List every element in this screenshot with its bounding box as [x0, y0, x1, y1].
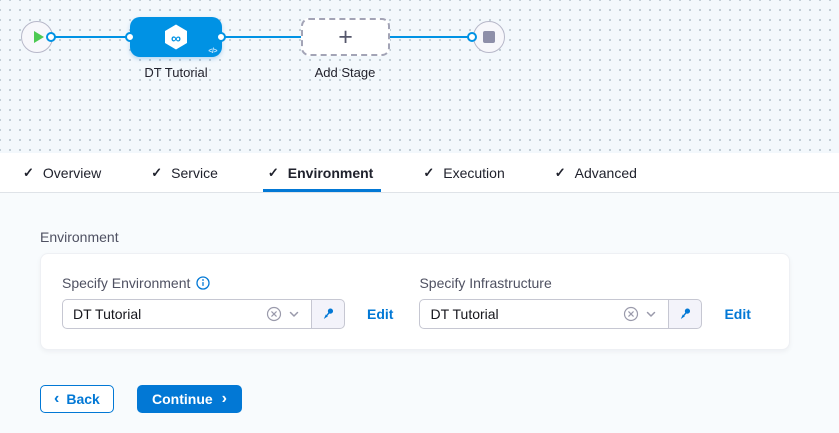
back-button[interactable]: Back — [40, 385, 114, 413]
environment-card: Specify Environment DT Tutorial — [40, 253, 790, 350]
clear-icon[interactable] — [620, 306, 642, 322]
infrastructure-select-value: DT Tutorial — [430, 306, 499, 322]
chevron-right-icon — [222, 391, 227, 407]
pipeline-edge — [388, 36, 474, 38]
infrastructure-edit-link[interactable]: Edit — [724, 306, 751, 322]
tab-execution[interactable]: Execution — [423, 153, 504, 192]
chevron-down-icon[interactable] — [285, 308, 303, 320]
stage-node-label: DT Tutorial — [144, 65, 208, 80]
pin-button[interactable] — [311, 299, 345, 329]
clear-icon[interactable] — [263, 306, 285, 322]
add-stage-label: Add Stage — [314, 65, 376, 80]
environment-edit-link[interactable]: Edit — [367, 306, 394, 322]
environment-select-value: DT Tutorial — [73, 306, 142, 322]
connector-port[interactable] — [467, 32, 477, 42]
play-icon — [33, 31, 44, 43]
tab-label: Service — [171, 164, 218, 181]
pin-icon — [323, 308, 334, 319]
harness-hexagon-icon: ∞ — [165, 24, 187, 50]
tab-service[interactable]: Service — [151, 153, 218, 192]
add-stage-button[interactable]: + — [301, 18, 390, 56]
stop-icon — [483, 31, 495, 43]
check-icon — [151, 166, 162, 179]
tab-environment[interactable]: Environment — [262, 153, 382, 192]
pin-icon — [681, 308, 691, 319]
field-row: DT Tutorial — [419, 299, 751, 329]
check-icon — [23, 166, 34, 179]
stage-node-dt-tutorial[interactable]: ∞ </> — [130, 17, 222, 57]
info-icon[interactable] — [196, 276, 211, 290]
tab-advanced[interactable]: Advanced — [555, 153, 637, 192]
check-icon — [555, 166, 566, 179]
continue-button-label: Continue — [152, 391, 213, 407]
field-label: Specify Environment — [62, 275, 393, 291]
check-icon — [423, 166, 434, 179]
pin-button[interactable] — [668, 299, 703, 329]
specify-environment-field: Specify Environment DT Tutorial — [62, 275, 393, 349]
svg-text:∞: ∞ — [171, 30, 181, 46]
infrastructure-select[interactable]: DT Tutorial — [419, 299, 670, 329]
connector-port[interactable] — [125, 32, 135, 42]
field-label-text: Specify Environment — [62, 275, 191, 291]
continue-button[interactable]: Continue — [137, 385, 242, 413]
tab-label: Execution — [443, 164, 505, 181]
code-icon[interactable]: </> — [208, 48, 217, 55]
pipeline-end-node[interactable] — [473, 21, 505, 53]
environment-select[interactable]: DT Tutorial — [62, 299, 312, 329]
pipeline-edge — [49, 36, 134, 38]
check-icon — [268, 166, 279, 179]
field-row: DT Tutorial — [62, 299, 393, 329]
connector-port[interactable] — [46, 32, 56, 42]
specify-infrastructure-field: Specify Infrastructure DT Tutorial — [419, 275, 751, 349]
pipeline-canvas[interactable]: ∞ </> DT Tutorial + Add Stage — [0, 0, 839, 153]
section-title: Environment — [40, 229, 119, 245]
field-label: Specify Infrastructure — [419, 275, 750, 291]
chevron-left-icon — [54, 391, 59, 407]
tab-overview[interactable]: Overview — [23, 153, 101, 192]
pipeline-edge — [218, 36, 304, 38]
back-button-label: Back — [66, 391, 100, 407]
chevron-down-icon[interactable] — [642, 308, 660, 320]
tab-label: Environment — [287, 164, 374, 181]
tab-label: Overview — [42, 164, 102, 181]
plus-icon: + — [338, 23, 353, 51]
tab-label: Advanced — [574, 164, 637, 181]
field-label-text: Specify Infrastructure — [419, 275, 552, 291]
stage-config-tabbar: Overview Service Environment Execution A… — [0, 153, 839, 193]
connector-port[interactable] — [216, 32, 226, 42]
